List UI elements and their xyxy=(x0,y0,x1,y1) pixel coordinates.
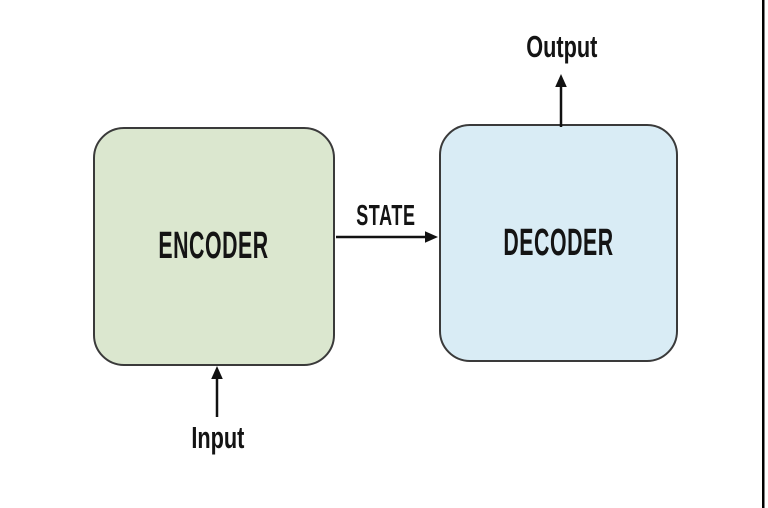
input-label-area: Input xyxy=(108,422,328,454)
input-arrow xyxy=(211,366,223,417)
state-label-area: STATE xyxy=(276,201,496,231)
state-arrow xyxy=(336,231,438,243)
input-label: Input xyxy=(191,420,245,455)
output-arrow xyxy=(555,74,567,127)
output-label-area: Output xyxy=(452,31,672,63)
output-arrowhead-icon xyxy=(555,74,567,87)
state-arrowhead-icon xyxy=(425,231,438,243)
screen-edge-line xyxy=(762,0,765,508)
encoder-box xyxy=(93,127,335,366)
output-label: Output xyxy=(526,29,598,64)
decoder-box xyxy=(439,124,678,362)
input-arrowhead-icon xyxy=(211,366,223,379)
state-label: STATE xyxy=(356,200,416,232)
